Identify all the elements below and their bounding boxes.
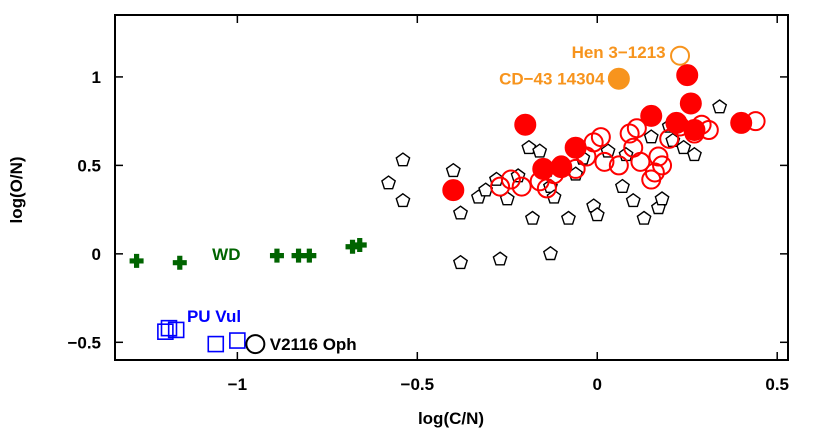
data-point-square — [207, 335, 225, 353]
data-point-pentagon — [643, 129, 659, 144]
y-tick-label: −0.5 — [67, 333, 101, 352]
data-point-square — [229, 332, 246, 349]
data-point-circle — [490, 176, 511, 197]
data-point-pentagon — [492, 251, 508, 266]
data-point-pentagon — [521, 139, 537, 155]
data-point-cross — [302, 248, 317, 263]
data-point-pentagon — [452, 205, 469, 220]
data-point-pentagon — [614, 178, 630, 194]
data-point-pentagon — [636, 210, 652, 225]
data-point-pentagon — [560, 210, 576, 225]
data-point-circle — [550, 156, 573, 179]
data-point-circle — [511, 176, 532, 197]
data-point-pentagon — [381, 175, 397, 190]
data-point-cross — [345, 239, 360, 254]
data-point-cross — [352, 238, 367, 252]
plot-frame — [114, 14, 789, 361]
data-point-circle — [670, 45, 691, 66]
data-point-circle — [500, 169, 521, 190]
data-point-cross — [129, 253, 144, 268]
data-point-square — [167, 321, 185, 339]
data-point-pentagon — [546, 189, 562, 204]
data-point-circle — [652, 155, 673, 176]
y-tick-label: 1 — [92, 68, 101, 87]
data-point-cross — [291, 248, 306, 263]
data-point-circle — [607, 67, 630, 90]
data-point-pentagon — [445, 162, 461, 178]
data-point-pentagon — [395, 192, 411, 208]
x-tick-label: −1 — [228, 375, 247, 394]
data-point-pentagon — [452, 254, 469, 270]
data-point-circle — [514, 113, 537, 136]
x-axis-title: log(C/N) — [418, 409, 484, 428]
data-point-circle — [676, 64, 699, 87]
data-point-circle — [442, 179, 465, 202]
data-point-circle — [564, 136, 587, 159]
data-point-circle — [683, 119, 706, 141]
data-point-square — [157, 323, 174, 340]
data-point-circle — [640, 104, 663, 127]
data-point-circle — [594, 151, 615, 172]
y-axis-title: log(O/N) — [7, 156, 26, 223]
annotation-label: CD−43 14304 — [499, 70, 605, 89]
x-tick-label: 0.5 — [765, 375, 789, 394]
data-point-cross — [269, 248, 284, 263]
annotation-label: WD — [212, 245, 240, 264]
data-point-pentagon — [499, 191, 515, 206]
data-point-circle — [626, 118, 647, 139]
data-point-circle — [679, 92, 702, 115]
y-tick-label: 0.5 — [77, 156, 101, 175]
data-point-pentagon — [524, 210, 540, 225]
data-point-pentagon — [686, 146, 702, 162]
data-point-circle — [630, 151, 651, 172]
data-point-pentagon — [395, 152, 411, 167]
data-point-pentagon — [712, 99, 728, 114]
y-tick-label: 0 — [92, 245, 101, 264]
axis-ticks: −1 −0.5 0 0.5 −0.5 0 0.5 1 — [67, 15, 789, 394]
data-point-pentagon — [542, 245, 558, 261]
data-point-circle — [644, 162, 665, 183]
data-point-circle — [730, 111, 753, 134]
data-point-pentagon — [676, 139, 692, 155]
annotation-label: PU Vul — [187, 307, 241, 326]
annotation-label: V2116 Oph — [270, 335, 357, 354]
data-point-circle — [245, 334, 266, 355]
data-point-pentagon — [589, 207, 605, 222]
data-point-circle — [648, 146, 669, 167]
data-point-pentagon — [532, 143, 548, 158]
data-point-circle — [532, 157, 555, 180]
x-tick-label: 0 — [593, 375, 602, 394]
data-points — [129, 45, 766, 355]
data-point-pentagon — [654, 191, 670, 206]
data-point-circle — [590, 127, 611, 148]
data-point-pentagon — [625, 192, 641, 208]
annotation-label: Hen 3−1213 — [572, 43, 666, 62]
data-point-cross — [172, 255, 187, 270]
data-point-circle — [608, 155, 629, 176]
x-tick-label: −0.5 — [401, 375, 435, 394]
